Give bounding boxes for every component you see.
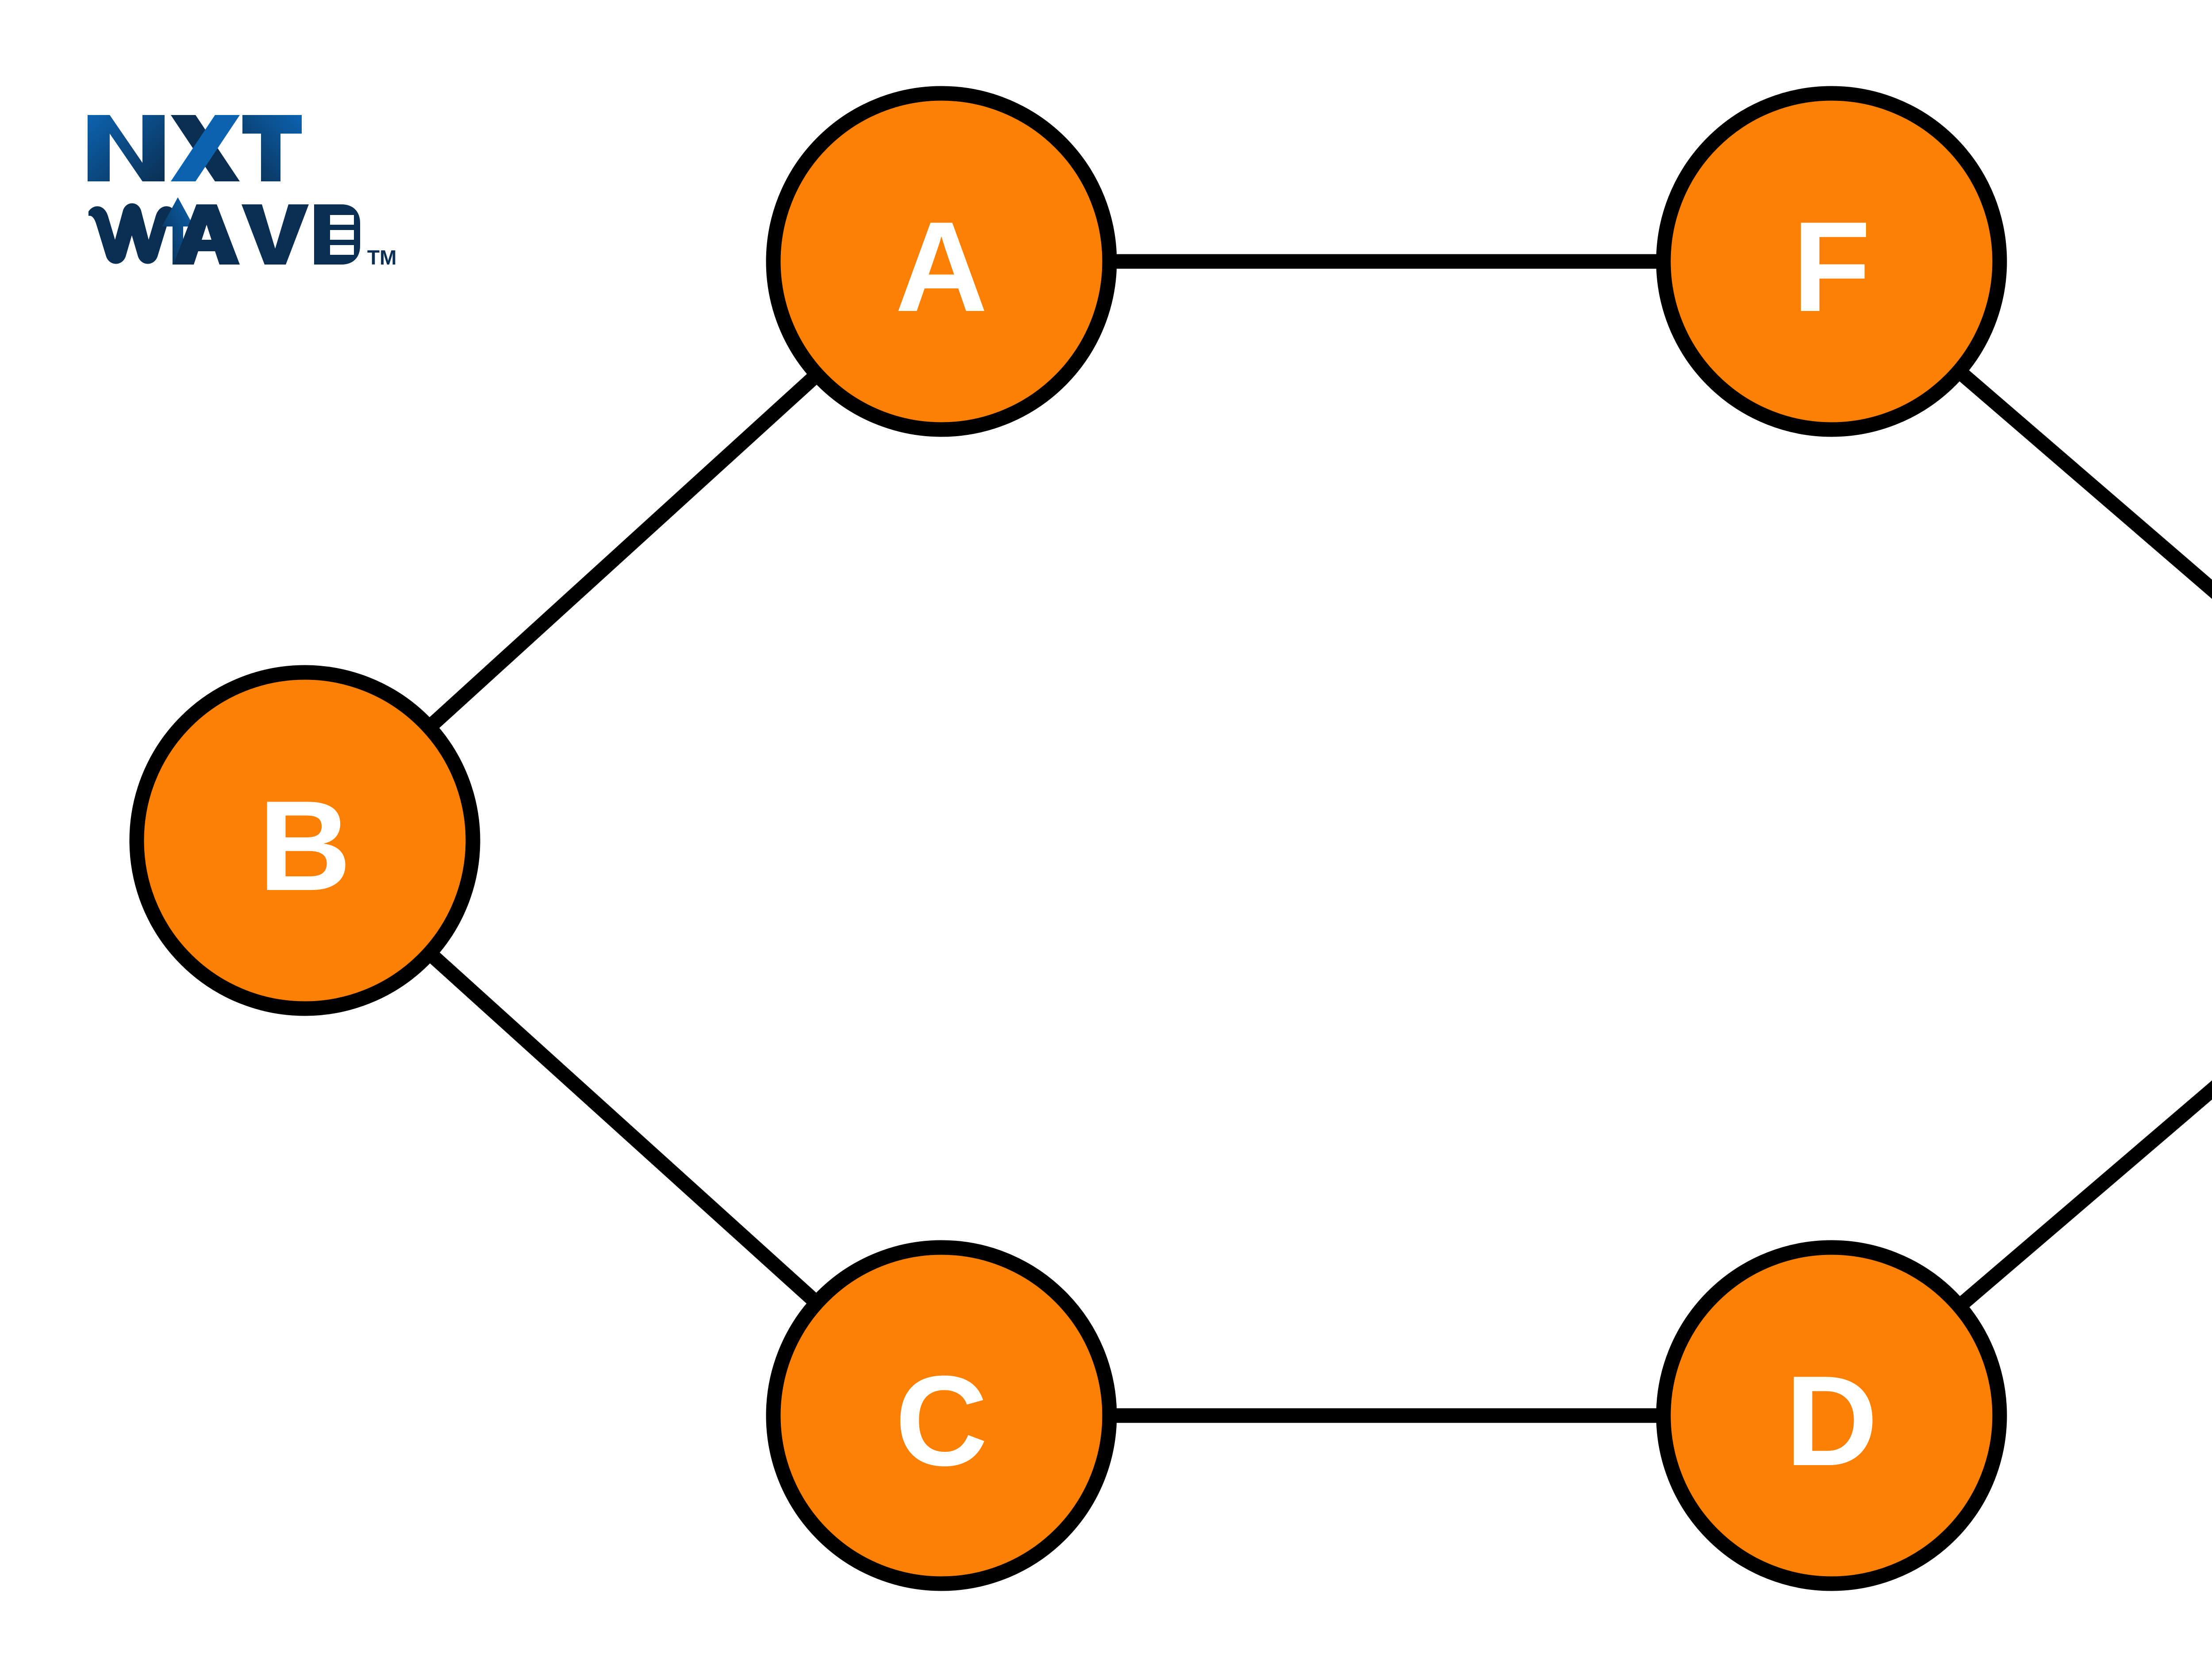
node-circle-d[interactable] [1656, 1240, 2007, 1591]
node-label-f: F [1792, 195, 1870, 338]
graph-node-f[interactable]: F [1656, 86, 2007, 437]
logo-trademark-mark: TM [367, 246, 396, 269]
node-label-c: C [895, 1349, 987, 1493]
nxtwave-logo: TM [88, 115, 396, 269]
graph-node-c[interactable]: C [766, 1240, 1117, 1591]
graph-node-d[interactable]: D [1656, 1240, 2007, 1591]
logo-nxt-wordmark [88, 115, 302, 181]
logo-wave-wordmark [88, 197, 360, 265]
graph-node-a[interactable]: A [766, 86, 1117, 437]
graph-node-b[interactable]: B [129, 665, 480, 1016]
node-circle-a[interactable] [766, 86, 1117, 437]
node-circle-c[interactable] [766, 1240, 1117, 1591]
edges-layer [300, 254, 2212, 1423]
node-label-d: D [1785, 1349, 1878, 1493]
node-circle-f[interactable] [1656, 86, 2007, 437]
node-label-a: A [895, 195, 987, 338]
node-circle-b[interactable] [129, 665, 480, 1016]
nodes-layer: ABCDEF [129, 86, 2007, 1591]
node-label-b: B [258, 774, 351, 917]
svg-text:TM: TM [367, 246, 396, 269]
